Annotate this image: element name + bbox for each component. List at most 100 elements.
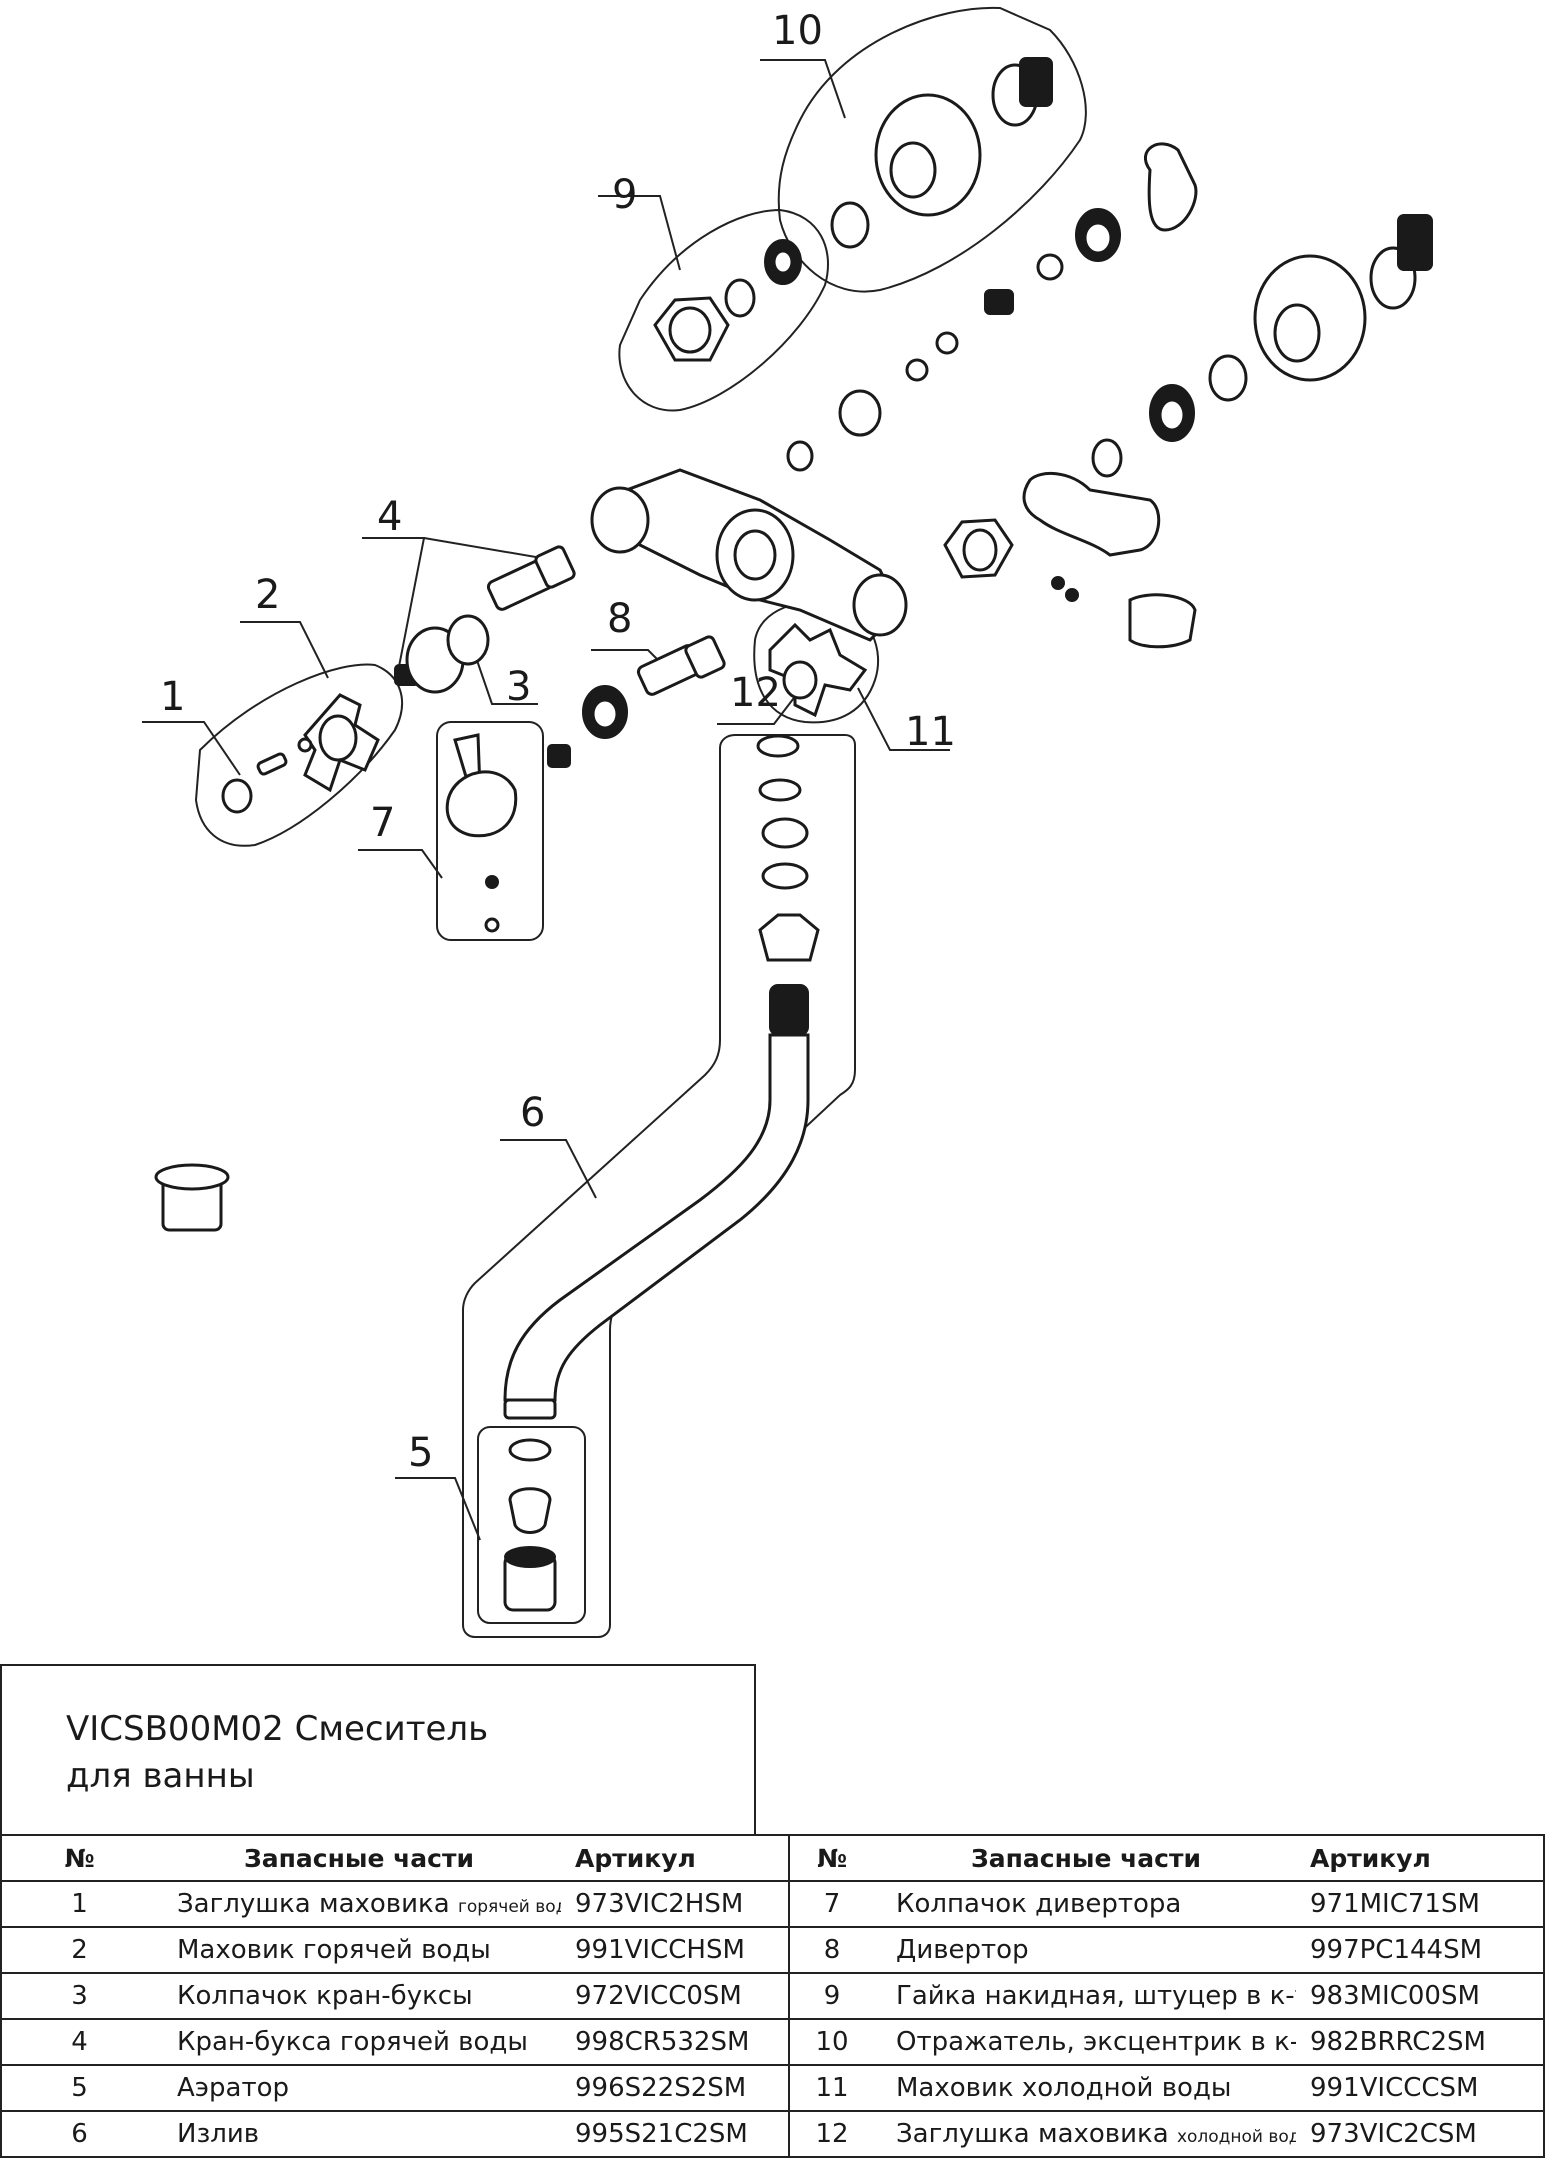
- table-row: 8 Дивертор 997PC144SM: [788, 1926, 1544, 1974]
- row-article: 972VICC0SM: [561, 1972, 789, 2020]
- callout-3: 3: [506, 664, 531, 710]
- row-no: 5: [1, 2064, 157, 2112]
- row-name: Заглушка маховика горячей воды: [157, 1880, 561, 1928]
- header-name: Запасные части: [876, 1834, 1296, 1882]
- row-name: Маховик холодной воды: [876, 2064, 1296, 2112]
- table-row: 10 Отражатель, эксцентрик в к-те 982BRRC…: [788, 2018, 1544, 2066]
- callout-12: 12: [730, 670, 781, 716]
- diverter-cap-part: [445, 733, 571, 933]
- table-header-row: № Запасные части Артикул: [788, 1834, 1544, 1882]
- table-row: 1 Заглушка маховика горячей воды 973VIC2…: [1, 1880, 789, 1928]
- header-no: №: [1, 1834, 157, 1882]
- table-row: 6 Излив 995S21C2SM: [1, 2110, 789, 2158]
- spout-part: [503, 734, 820, 1420]
- upper-small-parts: [786, 142, 1433, 478]
- row-no: 1: [1, 1880, 157, 1928]
- row-name-main: Заглушка маховика: [177, 1889, 450, 1919]
- row-no: 12: [788, 2110, 876, 2158]
- table-header-row: № Запасные части Артикул: [1, 1834, 789, 1882]
- table-row: 4 Кран-букса горячей воды 998CR532SM: [1, 2018, 789, 2066]
- table-row: 11 Маховик холодной воды 991VICCCSM: [788, 2064, 1544, 2112]
- parts-table-right: № Запасные части Артикул 7 Колпачок диве…: [788, 1834, 1545, 2158]
- group-outline-10: [777, 6, 1087, 293]
- title-line-1: VICSB00M02 Смеситель: [66, 1709, 489, 1749]
- row-no: 3: [1, 1972, 157, 2020]
- row-name: Колпачок дивертора: [876, 1880, 1296, 1928]
- row-no: 9: [788, 1972, 876, 2020]
- table-row: 3 Колпачок кран-буксы 972VICC0SM: [1, 1972, 789, 2020]
- cold-handle-part: [768, 622, 868, 718]
- group-outline-5: [477, 1426, 586, 1624]
- row-name: Гайка накидная, штуцер в к-те: [876, 1972, 1296, 2020]
- row-name-main: Заглушка маховика: [896, 2119, 1169, 2149]
- row-no: 8: [788, 1926, 876, 1974]
- callout-7: 7: [370, 800, 395, 846]
- row-name-small: горячей воды: [457, 1897, 561, 1917]
- row-article: 998CR532SM: [561, 2018, 789, 2066]
- table-row: 2 Маховик горячей воды 991VICCHSM: [1, 1926, 789, 1974]
- row-name: Кран-букса горячей воды: [157, 2018, 561, 2066]
- header-name: Запасные части: [157, 1834, 561, 1882]
- group-outline-2: [194, 663, 404, 847]
- cartridge-cap-part: [405, 614, 490, 694]
- callout-1: 1: [160, 674, 185, 720]
- reflector-part: [830, 57, 1053, 249]
- row-article: 996S22S2SM: [561, 2064, 789, 2112]
- diverter-part: [582, 635, 726, 739]
- group-outline-9: [618, 208, 829, 412]
- right-side-parts: [943, 471, 1197, 649]
- row-no: 7: [788, 1880, 876, 1928]
- row-name: Заглушка маховика холодной воды: [876, 2110, 1296, 2158]
- exploded-diagram: 1 2 3 4 5 6 7 8 9 10 11 12: [142, 6, 1433, 1638]
- row-name: Колпачок кран-буксы: [157, 1972, 561, 2020]
- group-outline-7: [436, 721, 544, 941]
- row-article: 973VIC2CSM: [1296, 2110, 1544, 2158]
- mixer-body: [590, 468, 908, 642]
- callout-5: 5: [408, 1430, 433, 1476]
- row-name: Дивертор: [876, 1926, 1296, 1974]
- loose-bushing-part: [154, 1163, 230, 1232]
- header-no: №: [788, 1834, 876, 1882]
- row-article: 991VICCCSM: [1296, 2064, 1544, 2112]
- callout-4: 4: [377, 494, 402, 540]
- callout-8: 8: [607, 596, 632, 642]
- row-name: Отражатель, эксцентрик в к-те: [876, 2018, 1296, 2066]
- row-article: 997PC144SM: [1296, 1926, 1544, 1974]
- callout-6: 6: [520, 1090, 545, 1136]
- row-article: 983MIC00SM: [1296, 1972, 1544, 2020]
- row-name: Аэратор: [157, 2064, 561, 2112]
- callout-2: 2: [255, 572, 280, 618]
- row-no: 4: [1, 2018, 157, 2066]
- row-article: 971MIC71SM: [1296, 1880, 1544, 1928]
- row-article: 982BRRC2SM: [1296, 2018, 1544, 2066]
- row-name: Излив: [157, 2110, 561, 2158]
- row-name: Маховик горячей воды: [157, 1926, 561, 1974]
- callout-numbers: 1 2 3 4 5 6 7 8 9 10 11 12: [160, 8, 956, 1476]
- title-line-2: для ванны: [66, 1756, 255, 1796]
- hot-handle-part: [256, 693, 380, 793]
- table-row: 12 Заглушка маховика холодной воды 973VI…: [788, 2110, 1544, 2158]
- aerator-part: [503, 1438, 557, 1612]
- title-box: VICSB00M02 Смеситель для ванны: [0, 1664, 756, 1834]
- row-article: 991VICCHSM: [561, 1926, 789, 1974]
- header-article: Артикул: [561, 1834, 789, 1882]
- callout-9: 9: [612, 172, 637, 218]
- row-no: 11: [788, 2064, 876, 2112]
- table-row: 9 Гайка накидная, штуцер в к-те 983MIC00…: [788, 1972, 1544, 2020]
- callout-11: 11: [905, 709, 956, 755]
- hot-cap-part: [221, 778, 253, 814]
- group-outline-6: [462, 734, 856, 1638]
- document-title: VICSB00M02 Смеситель для ванны: [66, 1706, 706, 1800]
- row-no: 10: [788, 2018, 876, 2066]
- row-no: 2: [1, 1926, 157, 1974]
- row-article: 973VIC2HSM: [561, 1880, 789, 1928]
- callout-10: 10: [772, 8, 823, 54]
- header-article: Артикул: [1296, 1834, 1544, 1882]
- table-row: 7 Колпачок дивертора 971MIC71SM: [788, 1880, 1544, 1928]
- cartridge-part: [394, 545, 576, 686]
- row-name-small: холодной воды: [1176, 2127, 1296, 2147]
- parts-table-left: № Запасные части Артикул 1 Заглушка махо…: [0, 1834, 790, 2158]
- table-row: 5 Аэратор 996S22S2SM: [1, 2064, 789, 2112]
- nut-fitting-part: [653, 239, 802, 362]
- row-article: 995S21C2SM: [561, 2110, 789, 2158]
